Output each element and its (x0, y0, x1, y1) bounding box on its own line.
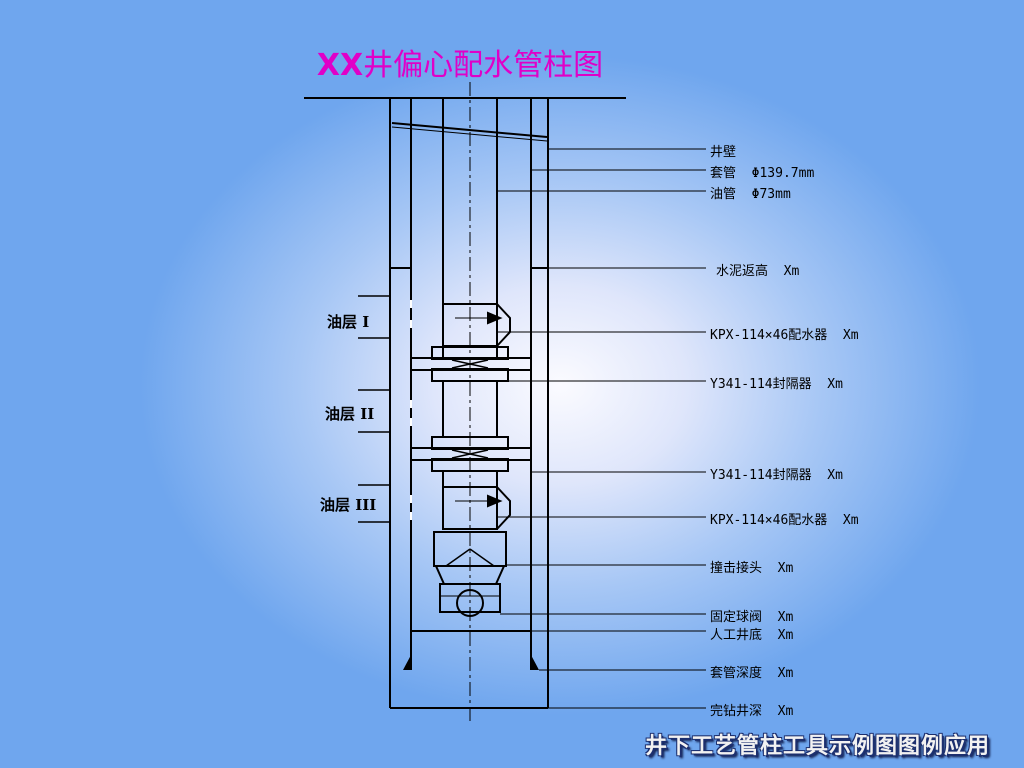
distributor-1 (442, 303, 511, 347)
casing-shoe-right (531, 655, 539, 670)
distributor-2 (442, 486, 511, 530)
label-packer-2: Y341-114封隔器 Xm (710, 468, 843, 483)
layer-label-2: 油层 II (325, 405, 375, 423)
label-ball-valve: 固定球阀 Xm (710, 610, 794, 625)
casing-shoe-left (403, 655, 411, 670)
label-artificial-bottom: 人工井底 Xm (710, 628, 794, 643)
label-distributor-2: KPX-114×46配水器 Xm (710, 513, 859, 528)
label-casing-depth: 套管深度 Xm (710, 666, 794, 681)
ball-valve (439, 583, 501, 617)
label-distributor-1: KPX-114×46配水器 Xm (710, 328, 859, 343)
label-casing: 套管 Φ139.7mm (710, 166, 815, 181)
label-cement-top: 水泥返高 Xm (716, 264, 800, 279)
layer-label-1: 油层 I (327, 313, 370, 331)
label-packer-1: Y341-114封隔器 Xm (710, 377, 843, 392)
packer-1 (410, 346, 532, 437)
footer-caption: 井下工艺管柱工具示例图图例应用 (644, 734, 990, 759)
label-well-wall: 井壁 (710, 145, 737, 160)
layer-label-3: 油层 III (320, 496, 377, 514)
label-total-depth: 完钻井深 Xm (710, 704, 794, 719)
label-tubing: 油管 Φ73mm (710, 187, 791, 202)
title-prefix: XX (316, 48, 364, 83)
wall-slant-top (391, 122, 548, 138)
diagram-title: XX井偏心配水管柱图 (0, 40, 920, 84)
label-impact-joint: 撞击接头 Xm (710, 561, 794, 576)
title-text: 井偏心配水管柱图 (363, 48, 604, 83)
packer-2 (410, 436, 532, 487)
